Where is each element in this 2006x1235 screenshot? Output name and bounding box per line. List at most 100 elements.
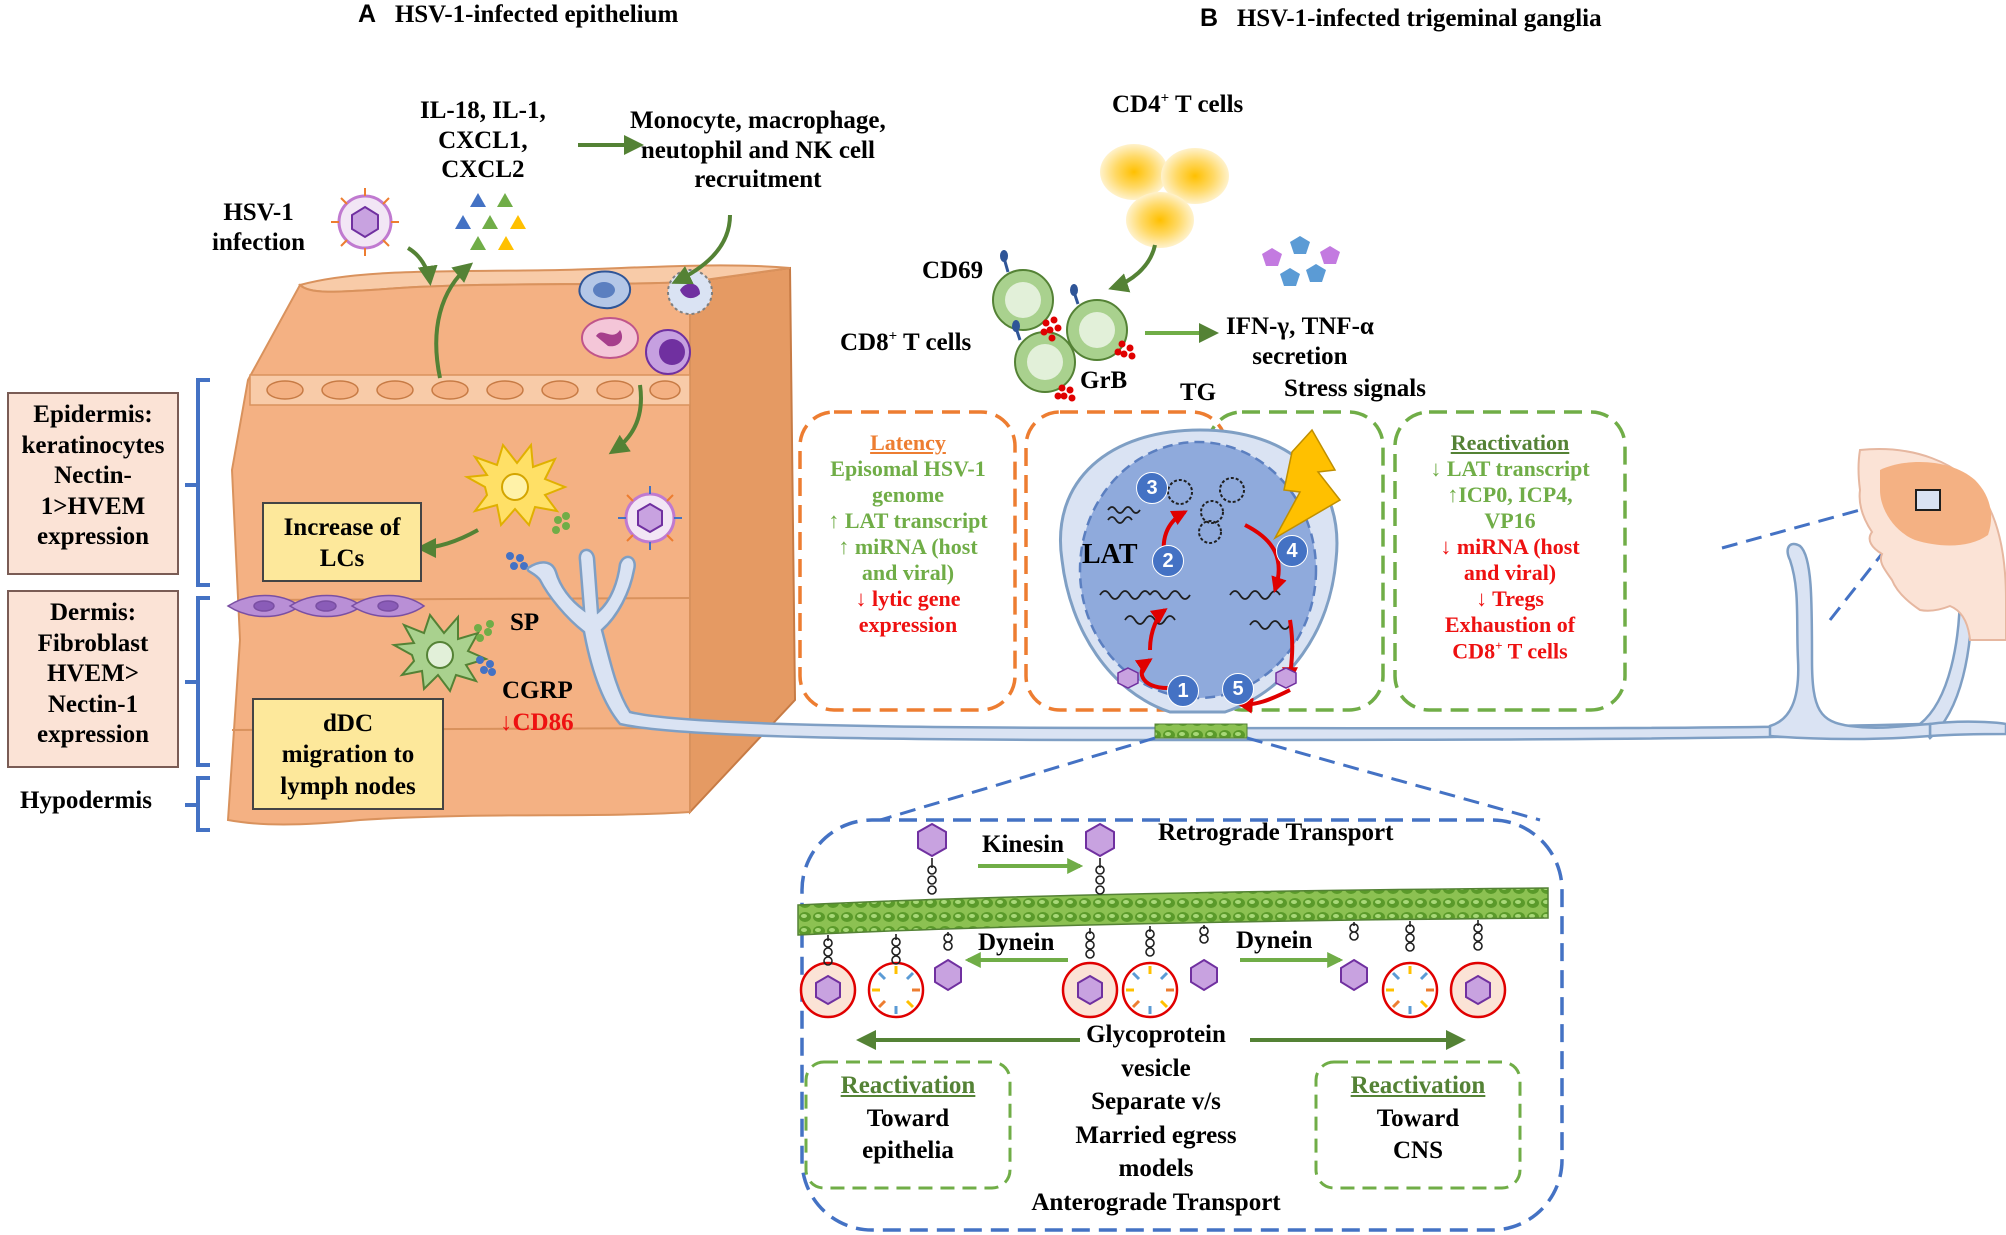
reactivation-line: ↓ miRNA (host	[1440, 533, 1580, 559]
nucleus	[1078, 440, 1318, 700]
cytokines-label: IL-18, IL-1, CXCL1, CXCL2	[420, 96, 546, 185]
retrograde-label: Retrograde Transport	[1158, 819, 1394, 846]
center-line: vesicle	[1121, 1054, 1191, 1082]
granzyme-b-dots-icon	[1040, 316, 1136, 402]
reactivation-line: VP16	[1484, 507, 1536, 533]
label-line: HVEM>	[46, 660, 140, 687]
label-line: neutophil and NK cell	[640, 136, 875, 164]
latency-line: expression	[858, 611, 958, 637]
cd8-sup: +	[1495, 637, 1503, 653]
cd4-text-post: T cells	[1169, 91, 1244, 118]
zoom-lines	[879, 492, 1920, 822]
label-line: Epidermis:	[33, 401, 153, 428]
transport-inset-box	[800, 818, 1564, 1232]
cgrp-label: CGRP	[502, 677, 573, 704]
latency-line: ↑ LAT transcript	[828, 507, 988, 533]
hsv1-virion-icon	[331, 188, 399, 256]
label-line: infection	[212, 228, 306, 256]
cytokine-shapes-icon	[1262, 236, 1340, 286]
cd8-text-post: T cells	[1502, 637, 1568, 663]
latency-box	[798, 410, 1017, 712]
panel-a-letter: A	[358, 0, 377, 28]
label-line: Increase of	[283, 514, 401, 541]
brain-zoom-square	[1915, 489, 1941, 511]
kinesin-label: Kinesin	[982, 831, 1064, 858]
center-line: Separate v/s	[1091, 1088, 1221, 1115]
reactivation-epithelia-box	[804, 1060, 1012, 1190]
cd69-label: CD69	[922, 257, 984, 284]
panel-b-title: B HSV-1-infected trigeminal ganglia	[1200, 4, 1602, 34]
dermis-box: Dermis: Fibroblast HVEM> Nectin-1 expres…	[7, 590, 179, 768]
skin-block	[226, 264, 797, 826]
cd4-label: CD4+ T cells	[1112, 90, 1243, 120]
label-line: LCs	[319, 545, 365, 573]
hypodermis-label: Hypodermis	[20, 787, 152, 814]
keratinocyte-cells	[266, 380, 681, 400]
label-line: expression	[36, 523, 150, 550]
recruited-immune-cells-icon	[578, 269, 713, 375]
cd8-t-cells-icon	[992, 250, 1128, 393]
reactivation-epithelia-text: Reactivation Toward epithelia	[806, 1070, 1010, 1168]
label-line: recruitment	[694, 166, 822, 193]
dermal-dendritic-cell-icon	[390, 612, 489, 694]
latency-line: ↑ miRNA (host	[838, 533, 978, 559]
label-line: Dermis:	[49, 599, 137, 626]
step-2-badge: 2	[1152, 545, 1184, 577]
center-line: Glycoprotein	[1086, 1021, 1226, 1048]
dynein-left-label: Dynein	[978, 929, 1055, 956]
ifn-tnf-label: IFN-γ, TNF-α secretion	[1226, 312, 1374, 371]
sp-label: SP	[510, 609, 540, 636]
reactivation-line: ↓ Tregs	[1476, 585, 1544, 611]
label-line: lymph nodes	[280, 772, 416, 800]
skin-front-face	[226, 280, 691, 826]
latency-line: ↓ lytic gene	[855, 585, 961, 611]
langerhans-cell-icon	[463, 442, 568, 528]
stress-lightning-icon	[1273, 428, 1342, 541]
label-line: IFN-γ, TNF-α	[1226, 313, 1374, 340]
step-5-badge: 5	[1222, 673, 1254, 705]
step-3-badge: 3	[1136, 472, 1168, 504]
reactivation-line: ↓ LAT transcript	[1430, 455, 1590, 481]
cd4-t-cells-icon	[1100, 144, 1229, 248]
cd8-sup: +	[888, 328, 898, 345]
ddc-migration-box: dDC migration to lymph nodes	[252, 698, 444, 810]
grb-label: GrB	[1080, 367, 1128, 394]
cd8-label: CD8+ T cells	[840, 328, 971, 358]
cd8-text: CD8	[1452, 637, 1496, 663]
box-line: CNS	[1392, 1137, 1443, 1164]
center-line: Married egress	[1075, 1121, 1237, 1149]
transport-arrows	[856, 858, 1466, 1050]
hsv1-virion-skin-icon	[618, 486, 682, 550]
center-line: Anterograde Transport	[1031, 1188, 1281, 1216]
human-head-icon	[1857, 448, 2006, 641]
reactivation-line-cd8: CD8+ T cells	[1398, 638, 1622, 664]
cd4-sup: +	[1160, 90, 1170, 107]
box-line: Toward	[1376, 1104, 1460, 1132]
box-title: Reactivation	[1350, 1072, 1486, 1099]
axon-highlight-segment	[1154, 723, 1248, 739]
epidermis-box: Epidermis: keratinocytes Nectin- 1>HVEM …	[7, 392, 179, 575]
stress-signals-label: Stress signals	[1284, 375, 1426, 402]
panel-a-title-text: HSV-1-infected epithelium	[394, 1, 679, 28]
lat-label: LAT	[1082, 539, 1138, 570]
label-line: expression	[36, 721, 150, 748]
reactivation-line: and viral)	[1463, 559, 1557, 585]
latency-text: Latency Episomal HSV-1 genome ↑ LAT tran…	[806, 430, 1010, 638]
latency-title: Latency	[870, 430, 946, 455]
cytokine-triangles-icon	[455, 193, 526, 250]
reactivation-title: Reactivation	[1450, 430, 1570, 455]
cd8-text-post: T cells	[897, 329, 972, 356]
step-1-badge: 1	[1167, 675, 1199, 707]
anterograde-center-text: Glycoprotein vesicle Separate v/s Marrie…	[1006, 1018, 1306, 1219]
reactivation-line: ↑ICP0, ICP4,	[1447, 481, 1573, 507]
label-line: CXCL2	[441, 156, 525, 183]
label-line: Fibroblast	[37, 629, 149, 657]
reactivation-cns-box	[1314, 1060, 1522, 1190]
step-4-badge: 4	[1276, 535, 1308, 567]
reactivation-text: Reactivation ↓ LAT transcript ↑ICP0, ICP…	[1398, 430, 1622, 664]
recruitment-label: Monocyte, macrophage, neutophil and NK c…	[630, 106, 886, 195]
panel-a-title: A HSV-1-infected epithelium	[358, 0, 678, 30]
box-line: Toward	[866, 1104, 950, 1132]
